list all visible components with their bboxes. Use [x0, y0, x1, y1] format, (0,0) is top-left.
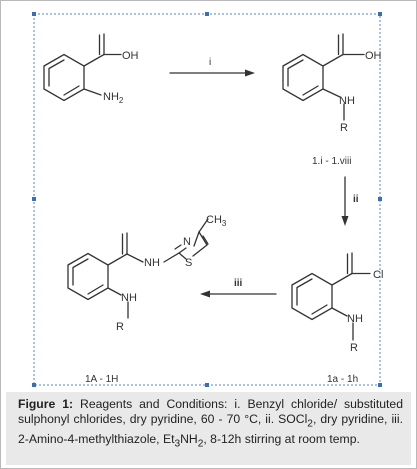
compound-label-acid-chloride: 1a - 1h [327, 374, 358, 385]
caption-text: , dry pyridine, iii. 2-Amino-4-methylthi… [18, 412, 403, 447]
atom-label-ch3: CH3 [206, 214, 227, 228]
caption-text: , 8-12h stirring at room temp. [203, 432, 360, 447]
atom-label-n: N [183, 236, 191, 248]
atom-label-nh: NH [347, 313, 363, 325]
acid-chloride-structure [291, 252, 371, 341]
atom-label-nh: NH [339, 95, 355, 107]
atom-label-r: R [340, 122, 348, 134]
arrow-head-step2 [341, 216, 349, 226]
caption-subscript: 2 [307, 418, 313, 430]
caption-text: Reagents and Conditions: i. Benzyl chlor… [18, 397, 403, 427]
atom-label-s: S [185, 257, 192, 269]
step-label-2: ii [353, 194, 359, 205]
step-label-3: iii [234, 278, 243, 289]
atom-label-oh: OH [365, 50, 382, 62]
atom-label-r: R [350, 342, 358, 354]
compound-label-intermediate: 1.i - 1.viii [312, 156, 351, 167]
reaction-arrows [169, 72, 346, 295]
compound-label-product: 1A - 1H [85, 374, 118, 385]
reaction-scheme: OH NH2 OH NH R Cl NH R NH NH R N S CH3 i… [32, 12, 383, 387]
caption-label: Figure 1: [18, 397, 74, 411]
caption-subscript: 3 [174, 438, 181, 450]
arrow-head-step1 [245, 69, 255, 77]
atom-label-r: R [116, 321, 124, 333]
selection-frame [33, 13, 381, 386]
step-label-1: i [209, 57, 211, 68]
arrow-head-step3 [200, 290, 210, 298]
figure-caption: Figure 1: Reagents and Conditions: i. Be… [6, 392, 411, 465]
atom-label-nh: NH [121, 292, 137, 304]
atom-label-nh: NH [144, 257, 160, 269]
product-structure [67, 218, 209, 319]
caption-text: NH [180, 432, 198, 447]
atom-label-nh2: NH2 [103, 91, 124, 105]
atom-label-cl: Cl [373, 269, 383, 281]
atom-label-oh: OH [122, 50, 139, 62]
anthranilic-acid-structure [43, 33, 122, 102]
intermediate-structure [282, 33, 365, 121]
selection-handles [32, 12, 382, 387]
caption-subscript: 2 [197, 438, 204, 450]
